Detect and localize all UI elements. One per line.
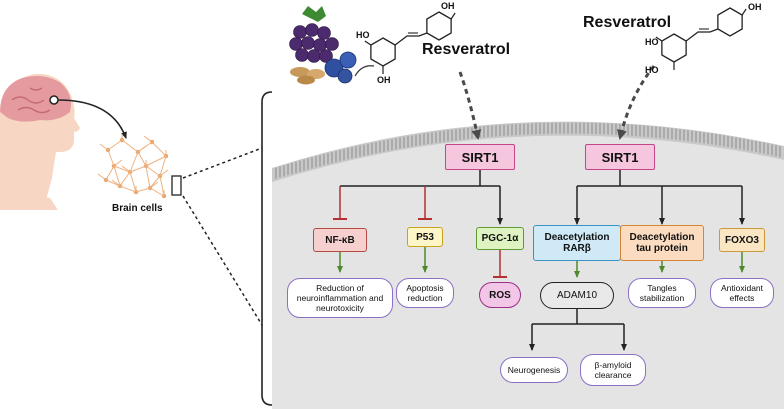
outcome-amyloid-clearance: β-amyloid clearance <box>580 354 646 386</box>
sirt1-node-2: SIRT1 <box>585 144 655 170</box>
cell-body <box>272 121 784 409</box>
brain-cells-label: Brain cells <box>112 203 163 214</box>
resveratrol-structure-1 <box>364 11 456 74</box>
zoom-line-bottom <box>182 195 263 326</box>
resveratrol-label-1: Resveratrol <box>422 41 511 58</box>
zoom-line-top <box>182 147 263 179</box>
sirt1-branch-right <box>574 160 745 225</box>
membrane-lipids <box>275 122 781 179</box>
mol1-oh-top: OH <box>441 1 455 11</box>
sirt1-node-1: SIRT1 <box>445 144 515 170</box>
sirt1-branch-left <box>333 160 503 225</box>
brain-zoom-arrow <box>57 99 127 139</box>
grapes-berries-icon <box>289 6 357 85</box>
deacetylation-rarb-node: Deacetylation RARβ <box>533 225 621 261</box>
brain-icon <box>0 76 71 122</box>
foxo3-node: FOXO3 <box>719 228 765 252</box>
outcome-apoptosis: Apoptosis reduction <box>396 278 454 308</box>
p53-node: P53 <box>407 227 443 247</box>
zoom-bracket <box>261 91 273 406</box>
resveratrol-arrow-1 <box>458 71 482 140</box>
ros-node: ROS <box>479 282 521 308</box>
mol2-ho-left: HO <box>645 37 659 47</box>
resveratrol-label-2: Resveratrol <box>583 14 672 31</box>
nfkb-node: NF-κB <box>313 228 367 252</box>
resveratrol-structure-2 <box>655 7 747 70</box>
mol2-ho-bottom: HO <box>645 65 659 75</box>
outcome-arrows <box>337 247 745 351</box>
neuron-network-icon <box>97 134 169 199</box>
human-head-icon <box>0 73 80 210</box>
mol2-oh-top: OH <box>748 2 762 12</box>
resveratrol-arrow-2 <box>616 65 656 140</box>
outcome-antioxidant: Antioxidant effects <box>710 278 774 308</box>
outcome-neuroinflammation: Reduction of neuroinflammation and neuro… <box>287 278 393 318</box>
mol1-ho-left: HO <box>356 30 370 40</box>
outcome-tangles: Tangles stabilization <box>628 278 696 308</box>
deacetylation-tau-node: Deacetylation tau protein <box>620 225 704 261</box>
pgc1a-node: PGC-1α <box>476 227 524 250</box>
mol1-oh-bottom: OH <box>377 75 391 85</box>
zoom-window <box>171 175 182 196</box>
outcome-neurogenesis: Neurogenesis <box>500 357 568 383</box>
adam10-node: ADAM10 <box>540 282 614 309</box>
